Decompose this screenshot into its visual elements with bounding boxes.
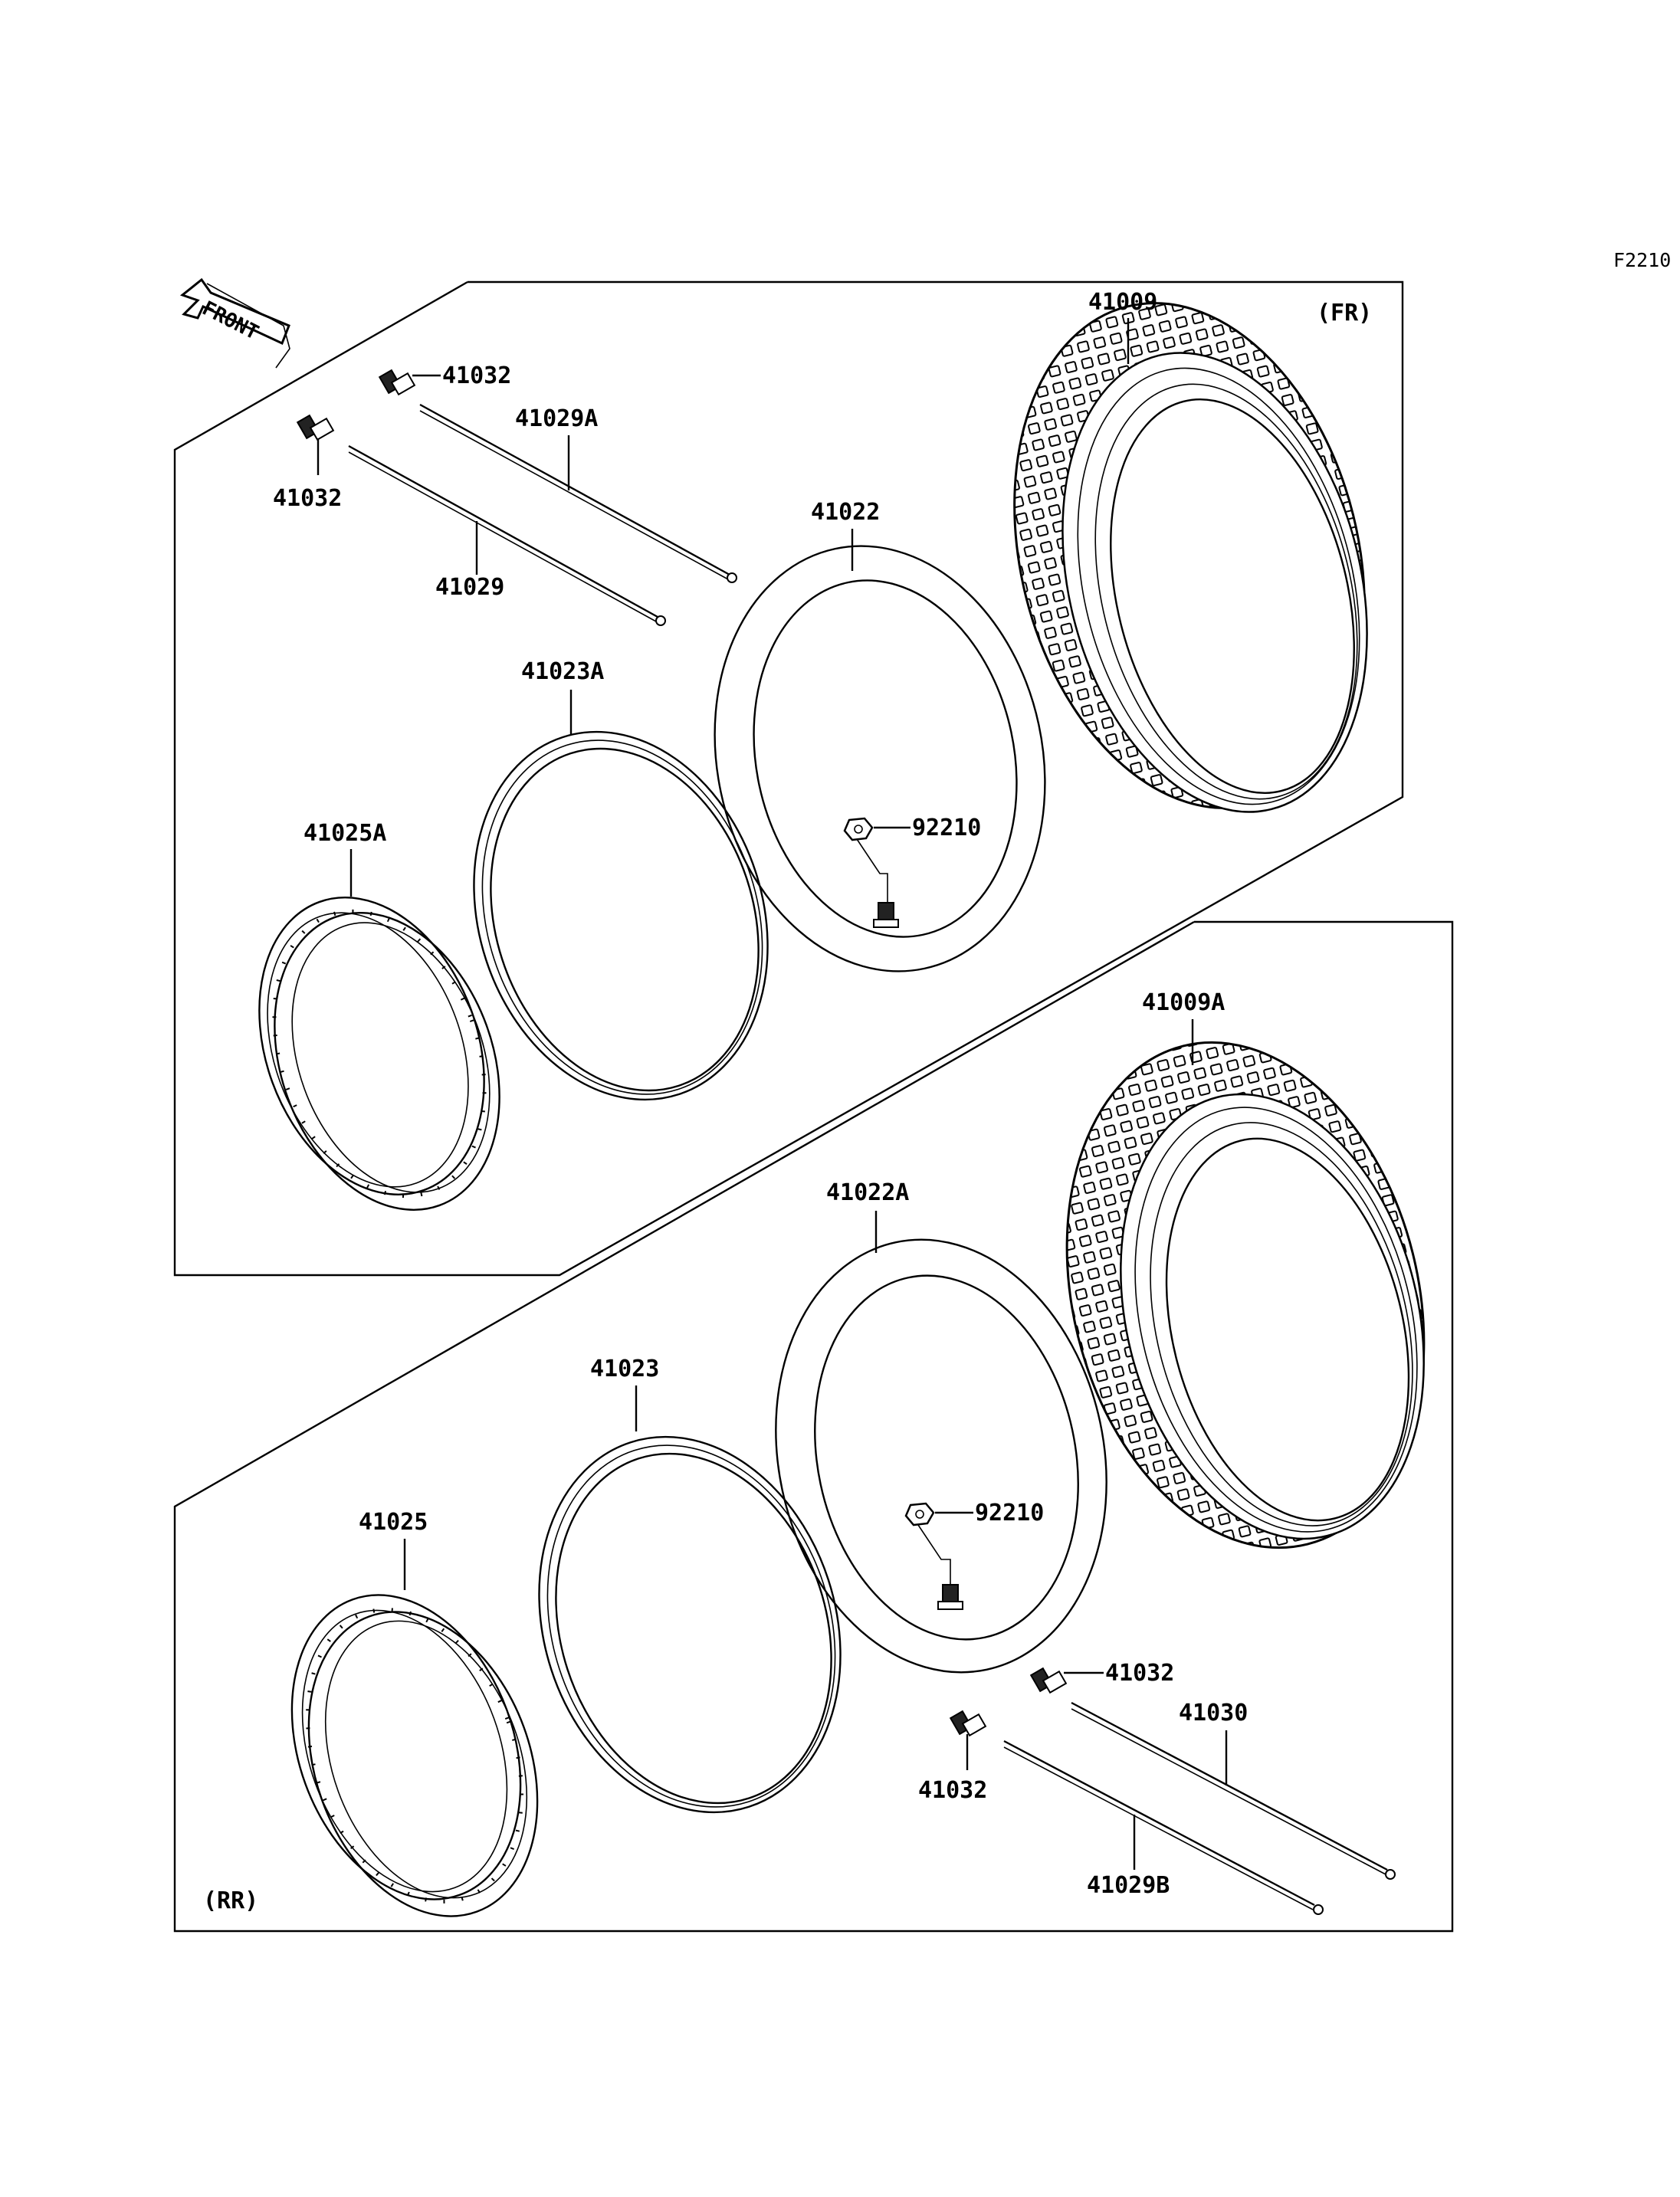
rear-tire [1065,1041,1426,1549]
front-arrow-icon: FRONT [179,277,290,369]
front-rim-band [473,730,769,1101]
label-rear-rim: 41025 [359,1509,428,1536]
rear-rim [290,1594,539,1917]
front-rim [258,897,500,1211]
label-rear-rim-band: 41023 [590,1356,659,1382]
label-front-tire: 41009 [1088,289,1157,316]
label-rear-nipple-lower: 41032 [918,1777,987,1804]
label-front-rim: 41025A [304,820,386,847]
figure-code: F2210 [1613,249,1671,271]
label-front-valve-nut: 92210 [912,815,981,841]
rear-spoke-inner [1003,1740,1324,1915]
label-front-rim-band: 41023A [521,658,604,685]
front-valve [856,838,899,928]
label-rear-tire: 41009A [1142,989,1225,1016]
front-spoke-inner [348,444,666,626]
rear-nipple-upper-icon [1029,1667,1068,1694]
rear-tube [775,1238,1107,1674]
front-nipple-upper-icon [378,369,416,396]
label-rear-spoke-inner: 41029B [1087,1872,1170,1899]
front-nipple-lower-icon [296,414,335,441]
label-front-nipple-upper: 41032 [442,362,511,389]
front-spoke-outer [419,403,737,583]
label-rear-nipple-upper: 41032 [1105,1660,1174,1687]
rear-spoke-outer [1071,1701,1396,1880]
label-front-tube: 41022 [811,499,880,526]
label-rear-spoke-outer: 41030 [1179,1700,1248,1726]
label-front-spoke-outer: 41029A [515,405,598,432]
rear-valve-nut-icon [904,1502,935,1526]
front-valve-nut-icon [843,817,874,841]
front-tire [1013,302,1368,813]
label-rear-valve-nut: 92210 [975,1500,1044,1526]
label-rear-tube: 41022A [826,1179,909,1206]
front-section-tag: (FR) [1317,300,1372,326]
front-tube [714,545,1046,972]
front-section-frame [173,280,1404,1277]
rear-nipple-lower-icon [949,1710,987,1737]
rear-valve [917,1524,963,1610]
label-front-spoke-inner: 41029 [435,574,504,601]
label-front-nipple-lower: 41032 [273,485,342,512]
rear-section-frame [173,920,1454,1933]
rear-section-tag: (RR) [203,1887,258,1914]
rear-rim-band [538,1435,842,1814]
